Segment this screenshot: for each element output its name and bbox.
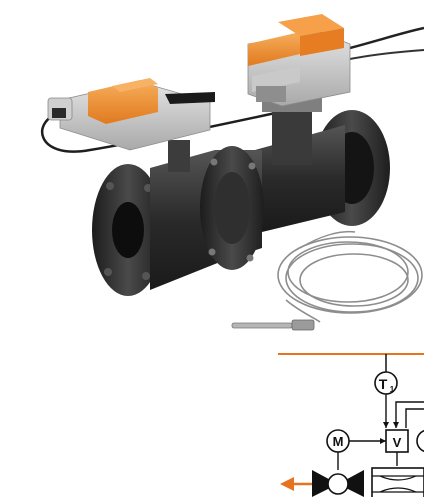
sensor-cable-coil — [277, 230, 423, 314]
motor-actuator: M — [326, 429, 350, 453]
valve-stem — [168, 140, 190, 172]
flow-meter: · V — [385, 421, 409, 453]
product-photo — [40, 14, 424, 331]
signal-arrow-icon — [383, 422, 389, 428]
control-arrow-icon — [380, 438, 386, 444]
flow-meter-pipe — [371, 467, 424, 497]
motor-letter: M — [333, 434, 344, 449]
temperature-probe-cable — [285, 299, 321, 323]
actuator-cable — [344, 49, 424, 61]
arrow-left-icon — [280, 477, 312, 491]
temperature-sensor-t1: T 1 — [374, 371, 398, 395]
valve-schematic: T 1 · V M — [278, 353, 424, 497]
flow-meter-letter: V — [393, 435, 402, 450]
temperature-probe-fitting — [291, 319, 315, 331]
sensor-neck — [272, 105, 312, 165]
temperature-probe — [231, 322, 293, 329]
left-flange — [92, 164, 164, 296]
left-actuator — [47, 78, 215, 151]
bowtie-valve-icon — [312, 470, 364, 497]
signal-line — [405, 408, 424, 428]
left-actuator-cable — [40, 110, 281, 153]
signal-arrow-icon — [393, 422, 399, 428]
sensor-letter: T — [379, 376, 388, 392]
middle-flange — [200, 146, 264, 270]
secondary-sensor-circle-icon — [416, 429, 424, 453]
actuator-cable — [349, 26, 424, 50]
flow-meter-overbar: · — [396, 421, 399, 431]
right-actuator — [247, 14, 351, 107]
signal-line — [395, 401, 424, 428]
sensor-index: 1 — [390, 385, 395, 394]
